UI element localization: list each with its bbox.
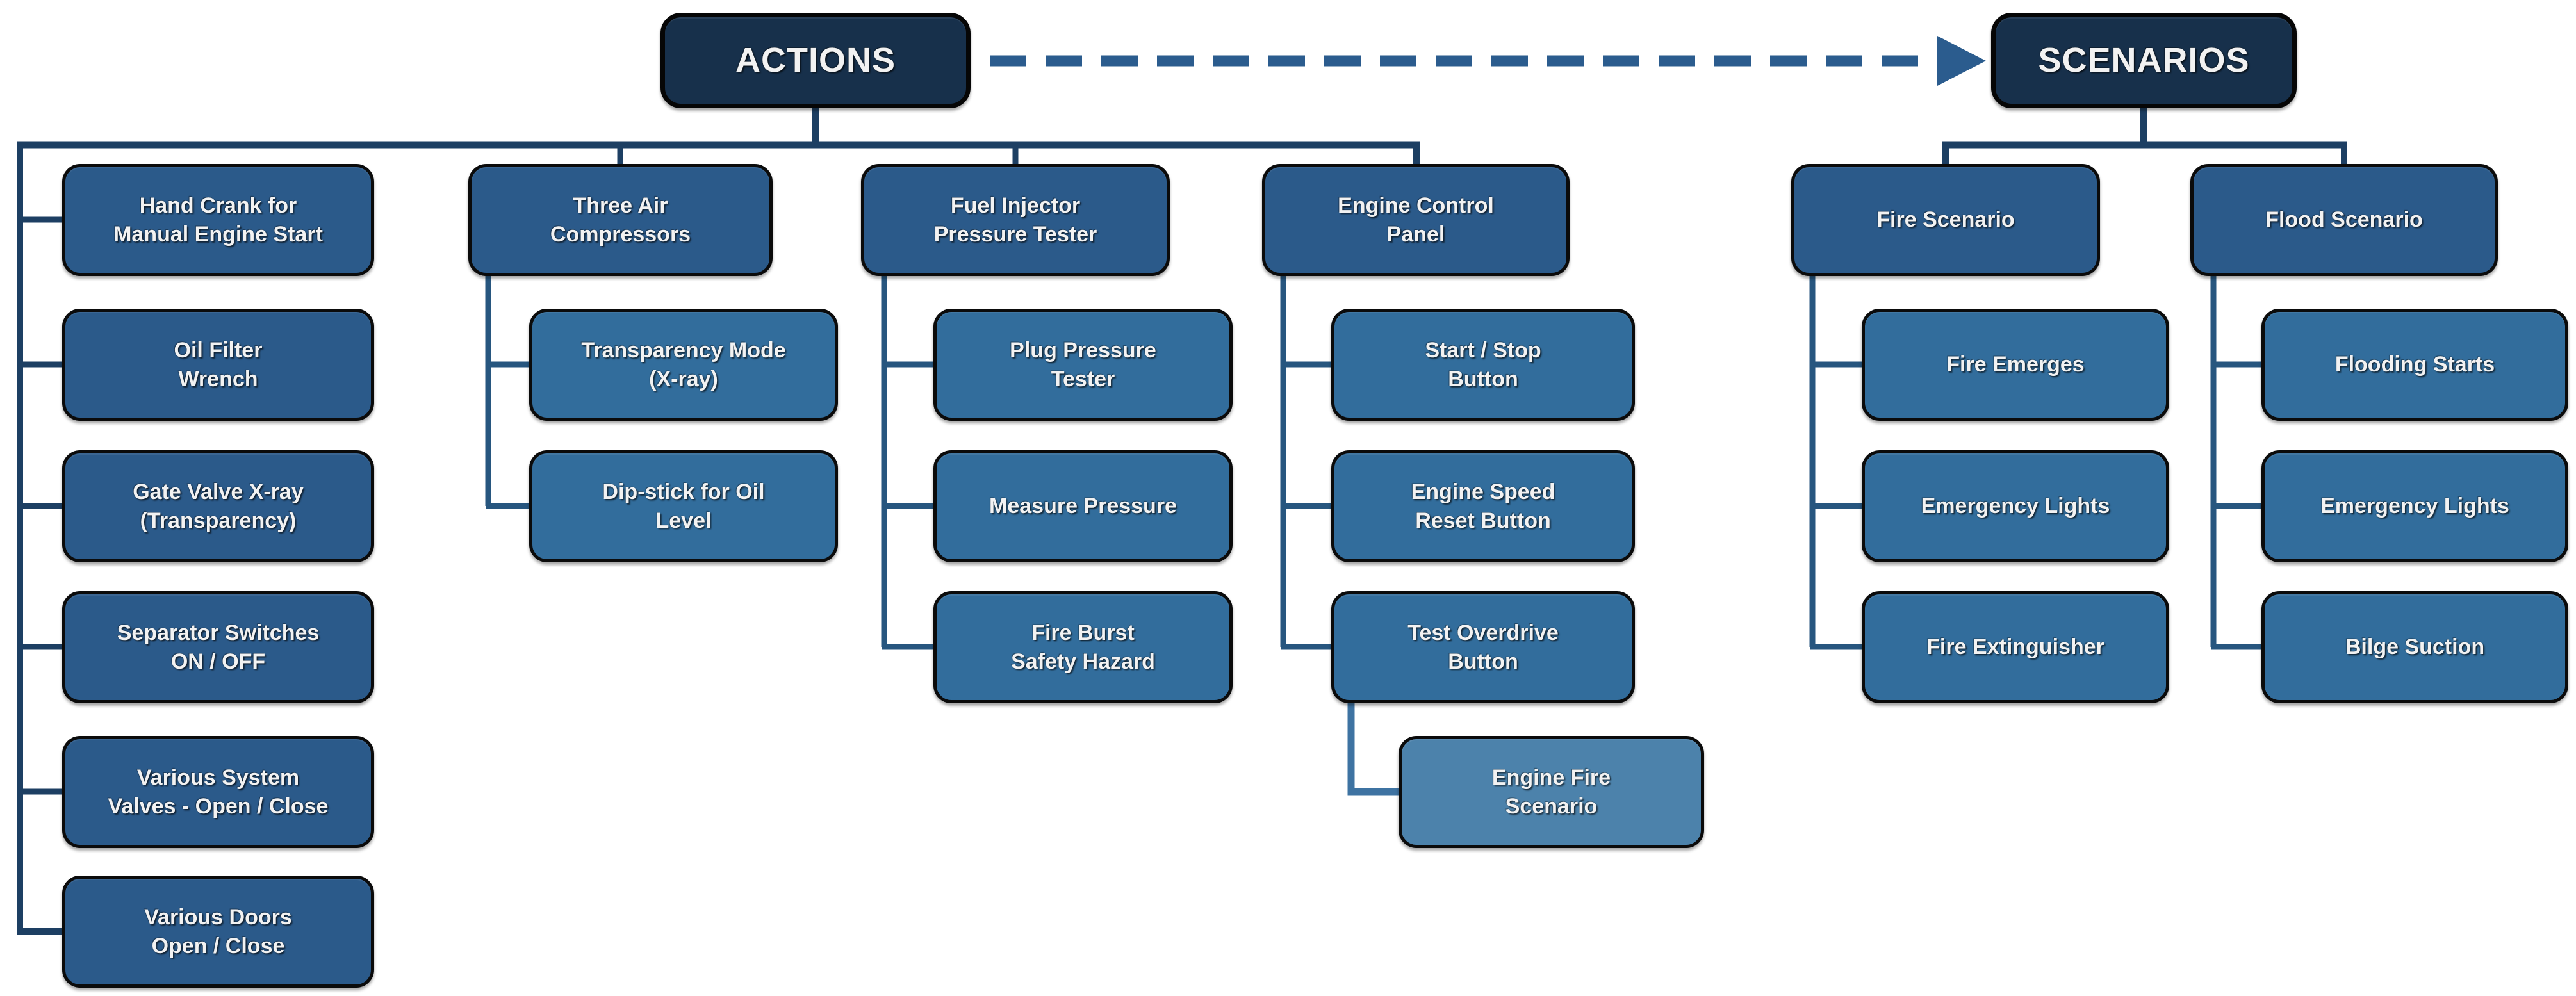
node-measure-pressure: Measure Pressure <box>933 450 1233 562</box>
node-engine-speed-reset: Engine Speed Reset Button <box>1331 450 1635 562</box>
node-fire-burst-hazard: Fire Burst Safety Hazard <box>933 591 1233 703</box>
node-fire-scenario: Fire Scenario <box>1791 164 2100 276</box>
node-separator-switches: Separator Switches ON / OFF <box>62 591 374 703</box>
node-hand-crank: Hand Crank for Manual Engine Start <box>62 164 374 276</box>
node-fire-extinguisher: Fire Extinguisher <box>1862 591 2169 703</box>
node-system-valves: Various System Valves - Open / Close <box>62 736 374 848</box>
node-gate-valve-xray: Gate Valve X-ray (Transparency) <box>62 450 374 562</box>
node-various-doors: Various Doors Open / Close <box>62 876 374 988</box>
node-oil-filter-wrench: Oil Filter Wrench <box>62 309 374 421</box>
node-fuel-injector-tester: Fuel Injector Pressure Tester <box>861 164 1170 276</box>
node-bilge-suction: Bilge Suction <box>2261 591 2568 703</box>
node-fire-emergency-lights: Emergency Lights <box>1862 450 2169 562</box>
node-start-stop-button: Start / Stop Button <box>1331 309 1635 421</box>
node-dip-stick: Dip-stick for Oil Level <box>529 450 838 562</box>
node-transparency-mode: Transparency Mode (X-ray) <box>529 309 838 421</box>
node-three-air-compressors: Three Air Compressors <box>468 164 773 276</box>
node-test-overdrive-button: Test Overdrive Button <box>1331 591 1635 703</box>
node-engine-fire-scenario: Engine Fire Scenario <box>1399 736 1704 848</box>
node-plug-pressure-tester: Plug Pressure Tester <box>933 309 1233 421</box>
actions-to-scenarios-arrow <box>990 36 1986 86</box>
node-engine-control-panel: Engine Control Panel <box>1262 164 1570 276</box>
scenarios-header: SCENARIOS <box>1991 13 2297 108</box>
node-fire-emerges: Fire Emerges <box>1862 309 2169 421</box>
actions-header: ACTIONS <box>660 13 971 108</box>
node-flood-emergency-lights: Emergency Lights <box>2261 450 2568 562</box>
node-flood-scenario: Flood Scenario <box>2190 164 2498 276</box>
node-flooding-starts: Flooding Starts <box>2261 309 2568 421</box>
